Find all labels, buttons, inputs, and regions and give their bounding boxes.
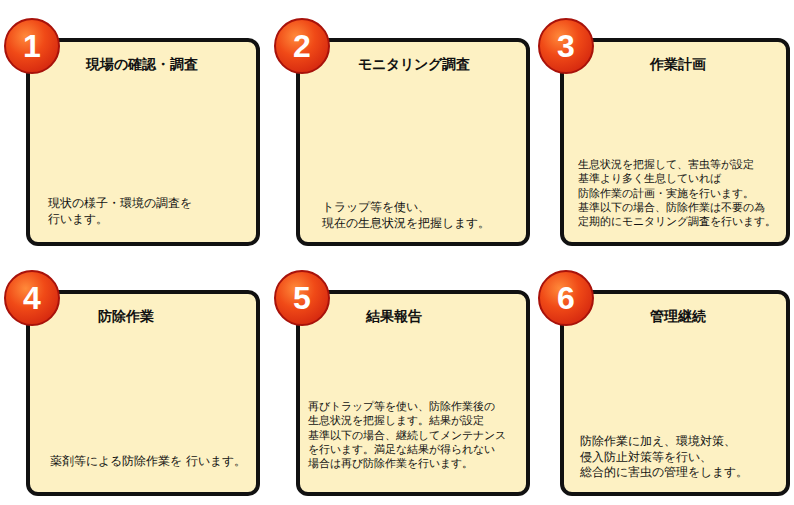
step-card: 防除作業薬剤等による防除作業を 行います。: [26, 290, 260, 496]
step-badge: 4: [4, 270, 60, 326]
step-title: 作業計画: [650, 56, 706, 73]
step-description: トラップ等を使い、 現在の生息状況を把握します。: [322, 200, 520, 231]
step-number: 5: [293, 282, 311, 314]
step-badge: 5: [274, 270, 330, 326]
step-badge: 2: [274, 18, 330, 74]
step-title: モニタリング調査: [358, 56, 470, 73]
step-card: 管理継続防除作業に加え、環境対策、 侵入防止対策等を行い、 総合的に害虫の管理を…: [560, 290, 790, 496]
step-description: 防除作業に加え、環境対策、 侵入防止対策等を行い、 総合的に害虫の管理をします。: [580, 434, 780, 481]
step-number: 6: [557, 282, 575, 314]
step-card: 作業計画生息状況を把握して、害虫等が設定 基準より多く生息していれば 防除作業の…: [560, 38, 790, 246]
step-card: 現場の確認・調査現状の様子・環境の調査を 行います。: [26, 38, 260, 246]
step-badge: 6: [538, 270, 594, 326]
step-title: 防除作業: [98, 308, 154, 325]
step-description: 現状の様子・環境の調査を 行います。: [48, 196, 250, 227]
step-title: 結果報告: [366, 308, 422, 325]
step-badge: 1: [4, 18, 60, 74]
step-number: 4: [23, 282, 41, 314]
step-description: 薬剤等による防除作業を 行います。: [50, 454, 250, 470]
step-card: モニタリング調査トラップ等を使い、 現在の生息状況を把握します。: [296, 38, 530, 246]
step-title: 管理継続: [650, 308, 706, 325]
step-card: 結果報告再びトラップ等を使い、防除作業後の 生息状況を把握します。結果が設定 基…: [296, 290, 530, 496]
step-description: 再びトラップ等を使い、防除作業後の 生息状況を把握します。結果が設定 基準以下の…: [308, 400, 520, 471]
step-number: 1: [23, 30, 41, 62]
step-badge: 3: [538, 18, 594, 74]
step-number: 3: [557, 30, 575, 62]
step-title: 現場の確認・調査: [86, 56, 198, 73]
step-description: 生息状況を把握して、害虫等が設定 基準より多く生息していれば 防除作業の計画・実…: [578, 158, 780, 229]
step-number: 2: [293, 30, 311, 62]
